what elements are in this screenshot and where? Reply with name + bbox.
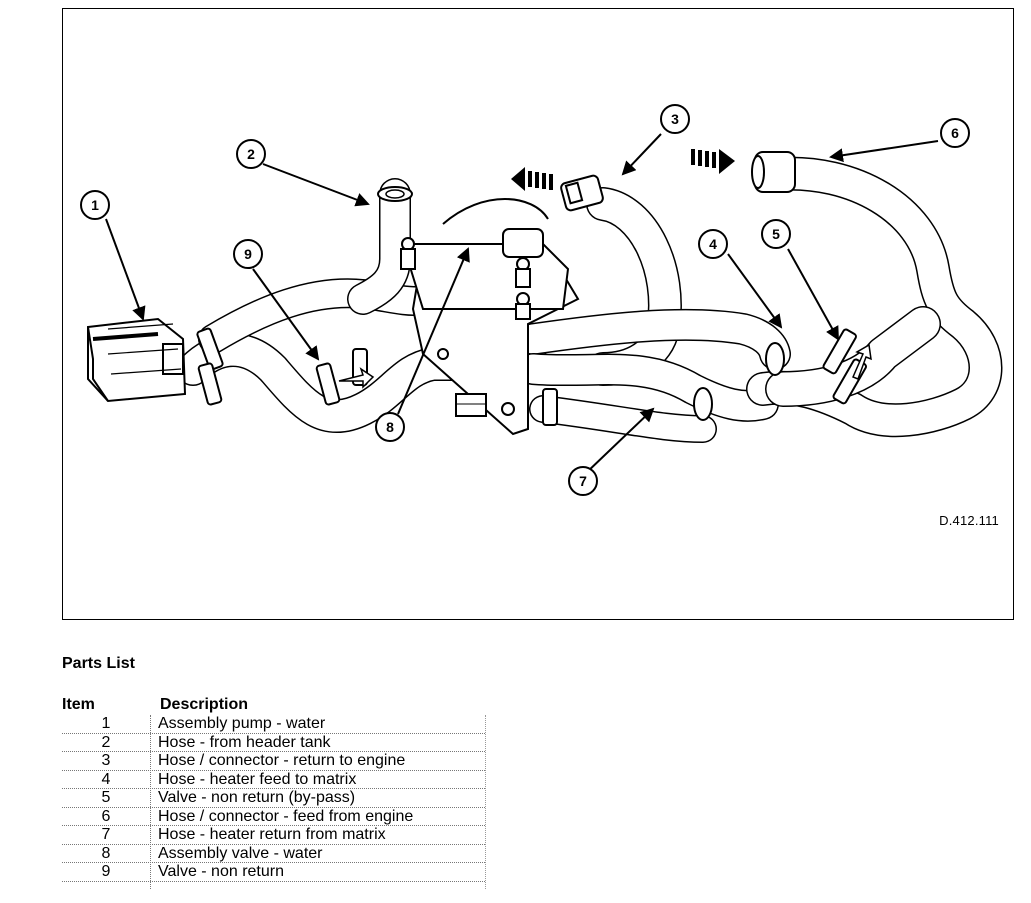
svg-text:6: 6 [951,125,959,141]
table-row: 3 Hose / connector - return to engine [62,752,485,771]
table-row: 6 Hose / connector - feed from engine [62,807,485,826]
item-description: Hose / connector - return to engine [158,752,406,769]
hose-diagram: 1 2 3 4 5 6 7 8 9 [80,104,1003,496]
water-valve-assembly [400,198,580,436]
item-number: 9 [101,863,111,880]
item-number: 1 [101,715,111,732]
item-description: Valve - non return [158,863,284,880]
item-description: Hose - heater feed to matrix [158,770,357,788]
svg-text:7: 7 [579,473,587,489]
item-description: Hose - heater return from matrix [158,826,386,843]
svg-text:1: 1 [91,197,99,213]
table-row: 7 Hose - heater return from matrix [62,826,485,845]
callout-7: 7 [568,466,598,496]
table-divider [485,715,486,889]
svg-text:9: 9 [244,246,252,262]
item-description: Assembly pump - water [158,715,326,732]
column-header-description: Description [160,696,249,713]
callout-4: 4 [698,229,728,259]
callout-2: 2 [236,139,266,169]
callout-9: 9 [233,239,263,269]
table-row: 8 Assembly valve - water [62,844,485,863]
item-number: 5 [101,789,111,806]
flow-direction-in-icon [691,149,735,174]
table-row: 4 Hose - heater feed to matrix [62,770,485,789]
item-description: Hose - from header tank [158,733,331,751]
column-header-item: Item [62,696,95,713]
hose-9-fill [177,334,549,432]
table-row: 1 Assembly pump - water [62,715,485,734]
item-description: Valve - non return (by-pass) [158,789,356,806]
table-row: 2 Hose - from header tank [62,733,485,752]
connector-3 [560,174,604,212]
callout-5: 5 [761,219,791,249]
svg-text:2: 2 [247,146,255,162]
water-pump [87,317,187,403]
drawing-reference: D.412.111 [939,513,999,528]
callout-3: 3 [660,104,690,134]
flow-direction-out-icon [511,167,553,191]
item-number: 3 [101,752,111,769]
item-number: 7 [101,826,111,843]
item-number: 2 [101,733,111,751]
table-row: 5 Valve - non return (by-pass) [62,789,485,808]
svg-text:3: 3 [671,111,679,127]
item-description: Assembly valve - water [158,844,323,862]
parts-list-title: Parts List [62,655,135,672]
diagram-frame: 1 2 3 4 5 6 7 8 9 D.412.111 [62,8,1014,620]
item-description: Hose / connector - feed from engine [158,807,414,825]
callout-6: 6 [940,118,970,148]
item-number: 8 [101,844,111,862]
table-divider [150,715,151,889]
parts-table: 1 Assembly pump - water 2 Hose - from he… [62,715,485,882]
item-number: 6 [101,807,111,825]
callout-8: 8 [375,412,405,442]
callouts: 1 2 3 4 5 6 7 8 9 [80,104,970,496]
table-row: 9 Valve - non return [62,863,485,882]
connector-6 [751,151,796,193]
svg-text:4: 4 [709,236,717,252]
callout-1: 1 [80,190,110,220]
svg-text:5: 5 [772,226,780,242]
svg-text:8: 8 [386,419,394,435]
item-number: 4 [101,770,111,788]
